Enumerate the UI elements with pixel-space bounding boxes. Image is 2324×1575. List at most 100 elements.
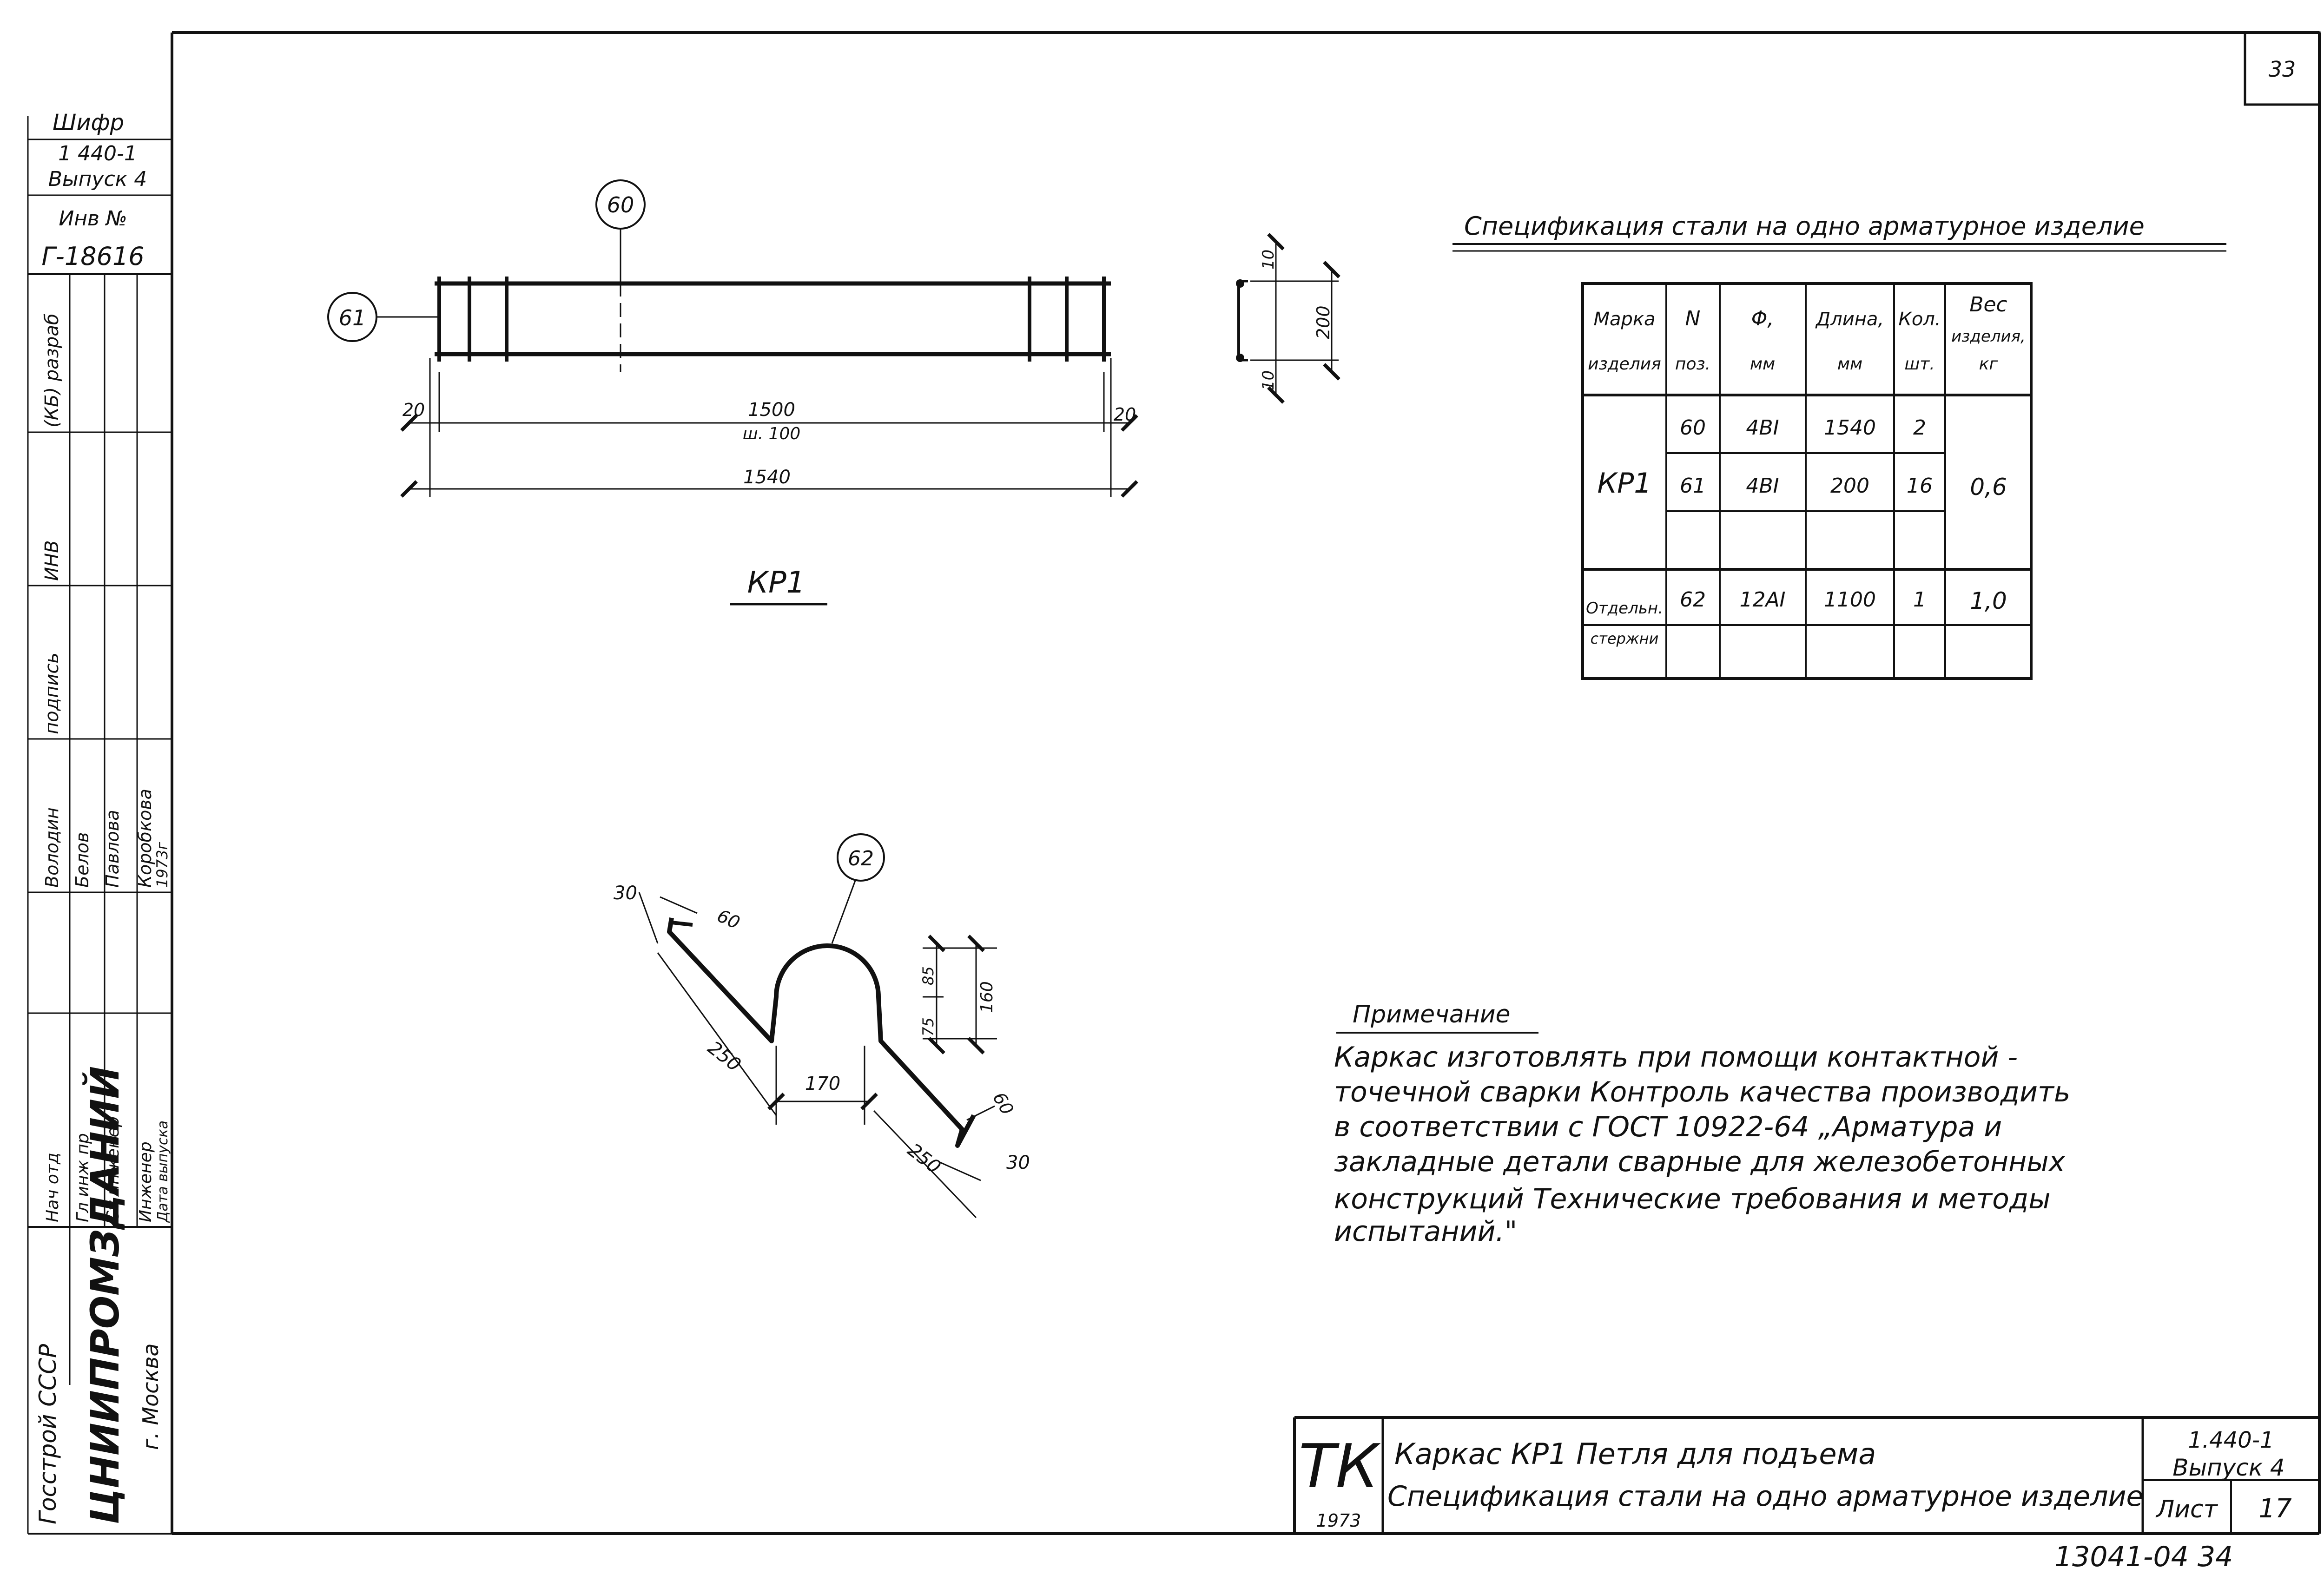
th-weight-3: кг	[1979, 355, 1999, 374]
note-line-3: в соответствии с ГОСТ 10922-64 „Арматура…	[1334, 1111, 2002, 1143]
section-dim-10-bottom: 10	[1259, 370, 1278, 390]
cross-bars-61	[437, 277, 1106, 362]
page-number-box: 33	[2244, 31, 2321, 106]
tb-series: 1.440-1	[2188, 1427, 2274, 1453]
callout-60: 60	[607, 192, 634, 217]
cell-len-62: 1100	[1824, 588, 1876, 612]
loop-dim-85: 85	[919, 966, 937, 985]
cell-pos-60: 60	[1680, 416, 1706, 440]
loop-dim-30-top: 30	[614, 883, 637, 904]
spec-table: Марка изделия N поз. Φ, мм Длина, мм Кол…	[1581, 282, 2033, 680]
dim-20-right: 20	[1114, 404, 1136, 425]
loop-dim-60-top: 60	[714, 905, 743, 933]
tb-sheet-no: 17	[2258, 1494, 2292, 1524]
stamp-org: ЦНИИПРОМЗДАНИЙ	[82, 1066, 128, 1524]
dim-20-left: 20	[403, 400, 425, 420]
th-pos-1: N	[1685, 307, 1701, 330]
dim-1500: 1500	[748, 399, 795, 421]
section-dim-10-top: 10	[1259, 250, 1278, 270]
lifting-loop-62: 62 30 60 250 170 250 60 30 75 85 160	[614, 833, 1030, 1219]
th-qty-2: шт.	[1904, 355, 1934, 374]
note-line-5: конструкций Технические требования и мет…	[1334, 1183, 2051, 1215]
note-title: Примечание	[1353, 1001, 1511, 1028]
stamp-issue: Выпуск 4	[48, 167, 147, 191]
stamp-name-2: Белов	[72, 832, 92, 888]
dim-1540: 1540	[743, 467, 791, 488]
th-weight-1: Вес	[1969, 293, 2007, 316]
page-number: 33	[2269, 57, 2296, 82]
th-mark-2: изделия	[1588, 355, 1661, 374]
stamp-code: 1 440-1	[58, 142, 137, 165]
tb-line-2: Спецификация стали на одно арматурное из…	[1387, 1480, 2143, 1513]
note-line-4: закладные детали сварные для железобетон…	[1334, 1146, 2066, 1178]
title-block: ТК 1973 Каркас КР1 Петля для подъема Спе…	[1293, 1416, 2319, 1534]
cell-qty-62: 1	[1913, 588, 1926, 612]
cell-weight-62: 1,0	[1970, 587, 2007, 614]
note-line-6: испытаний."	[1334, 1215, 1517, 1248]
cell-dia-61: 4BI	[1746, 474, 1779, 498]
th-dia-1: Φ,	[1751, 307, 1774, 330]
note-line-2: точечной сварки Контроль качества произв…	[1334, 1076, 2070, 1108]
callout-61: 61	[339, 305, 366, 330]
stamp-role-5: Дата выпуска	[155, 1120, 171, 1223]
tb-sheet-label: Лист	[2155, 1496, 2218, 1523]
bottom-code: 13041-04 34	[2054, 1541, 2233, 1573]
cell-len-61: 200	[1830, 474, 1869, 498]
th-pos-2: поз.	[1675, 355, 1710, 374]
stamp-ministry: Госстрой СССР	[34, 1344, 61, 1524]
stamp-role-3: Ст инженер	[104, 1116, 123, 1222]
th-mark-1: Марка	[1593, 309, 1655, 330]
cell-mark-separate-2: стержни	[1591, 630, 1659, 647]
th-dia-2: мм	[1750, 355, 1775, 374]
stamp-name-5: 1973г	[153, 842, 171, 888]
stamp-col2-title: ИНВ	[41, 540, 63, 581]
stamp-role-2: Гл инж пр	[73, 1133, 92, 1222]
stamp-role-1: Нач отд	[43, 1153, 62, 1222]
cell-mark-separate-1: Отдельн.	[1586, 599, 1663, 618]
stamp-name-1: Володин	[42, 807, 62, 888]
loop-dim-250-left: 250	[704, 1037, 745, 1076]
cell-dia-60: 4BI	[1746, 416, 1779, 440]
tb-year: 1973	[1316, 1510, 1361, 1531]
cage-section: 10 200 10	[1236, 233, 1340, 404]
stamp-col1-title: (КБ) разраб	[41, 313, 63, 428]
note-block: Примечание Каркас изготовлять при помощи…	[1334, 1001, 2070, 1248]
note-line-1: Каркас изготовлять при помощи контактной…	[1334, 1041, 2018, 1074]
cell-qty-60: 2	[1913, 416, 1926, 440]
loop-dim-170: 170	[805, 1073, 840, 1094]
callout-62: 62	[848, 847, 874, 870]
stamp-inv: Г-18616	[41, 242, 144, 271]
th-weight-2: изделия,	[1951, 327, 2026, 346]
loop-dim-75: 75	[919, 1017, 937, 1036]
loop-dim-250-right: 250	[904, 1140, 944, 1178]
tb-issue: Выпуск 4	[2172, 1454, 2284, 1481]
sheet-frame	[27, 31, 2321, 1535]
stamp-inv-label: Инв №	[59, 207, 127, 231]
section-dim-200: 200	[1313, 305, 1334, 339]
dim-pitch-100: ш. 100	[743, 424, 801, 443]
cell-weight-kr1: 0,6	[1970, 474, 2007, 501]
cell-mark-kr1: КР1	[1598, 467, 1652, 500]
stamp-name-4: Коробкова	[135, 789, 155, 888]
spec-title: Спецификация стали на одно арматурное из…	[1464, 211, 2145, 241]
kr1-label: КР1	[747, 566, 805, 600]
th-qty-1: Кол.	[1898, 309, 1941, 330]
th-len-2: мм	[1837, 355, 1862, 374]
left-stamp: Шифр 1 440-1 Выпуск 4 Инв № Г-18616 (КБ)…	[28, 110, 172, 1524]
stamp-org-city: г. Москва	[138, 1343, 163, 1450]
stamp-name-3: Павлова	[102, 810, 123, 888]
loop-dim-60-right: 60	[989, 1089, 1017, 1119]
cell-pos-62: 62	[1680, 588, 1706, 612]
cell-pos-61: 61	[1680, 474, 1706, 498]
stamp-code-label: Шифр	[53, 110, 124, 136]
tb-logo: ТК	[1299, 1431, 1381, 1502]
loop-dim-30-right: 30	[1006, 1152, 1030, 1173]
stamp-col3-title: подпись	[41, 652, 63, 734]
cell-dia-62: 12AI	[1739, 588, 1785, 612]
cell-qty-61: 16	[1907, 474, 1933, 498]
th-len-1: Длина,	[1815, 309, 1884, 330]
loop-dim-160: 160	[977, 981, 997, 1013]
stamp-role-4: Инженер	[136, 1141, 155, 1222]
cage-kr1-drawing: 60 61 20 1500 ш. 100 20 1540 КР1	[327, 179, 1138, 606]
